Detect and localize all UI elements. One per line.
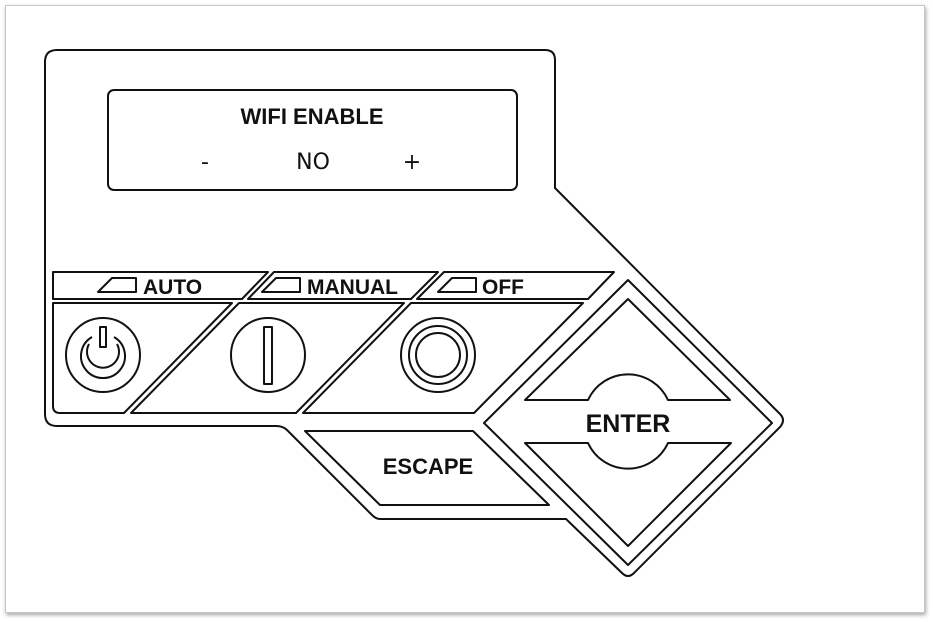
display-title: WIFI ENABLE — [241, 104, 384, 129]
auto-label: AUTO — [143, 276, 202, 299]
panel-outline — [44, 49, 784, 577]
manual-button[interactable] — [130, 302, 405, 414]
manual-indicator-icon — [261, 277, 301, 293]
enter-down-shape — [524, 442, 732, 547]
escape-button[interactable]: ESCAPE — [304, 430, 550, 506]
off-label: OFF — [482, 276, 524, 299]
display-plus: + — [403, 150, 421, 175]
manual-label: MANUAL — [307, 276, 398, 299]
enter-up-shape — [524, 298, 731, 401]
off-ring-icon — [408, 325, 468, 385]
display-minus: - — [201, 150, 209, 175]
mode-label-manual — [247, 271, 439, 300]
lcd-display — [107, 89, 518, 191]
mode-label-off — [416, 271, 615, 300]
display-value: NO — [296, 150, 330, 175]
mode-label-auto — [52, 271, 269, 300]
auto-indicator-icon — [97, 277, 137, 293]
off-button[interactable] — [302, 302, 584, 414]
escape-label: ESCAPE — [383, 454, 473, 479]
image-frame — [5, 5, 925, 613]
enter-button[interactable]: ENTER — [483, 279, 773, 566]
enter-label: ENTER — [586, 410, 671, 438]
power-icon — [80, 326, 126, 380]
off-indicator-icon — [437, 277, 477, 293]
auto-button[interactable] — [52, 302, 233, 414]
manual-bar-icon — [263, 326, 273, 385]
